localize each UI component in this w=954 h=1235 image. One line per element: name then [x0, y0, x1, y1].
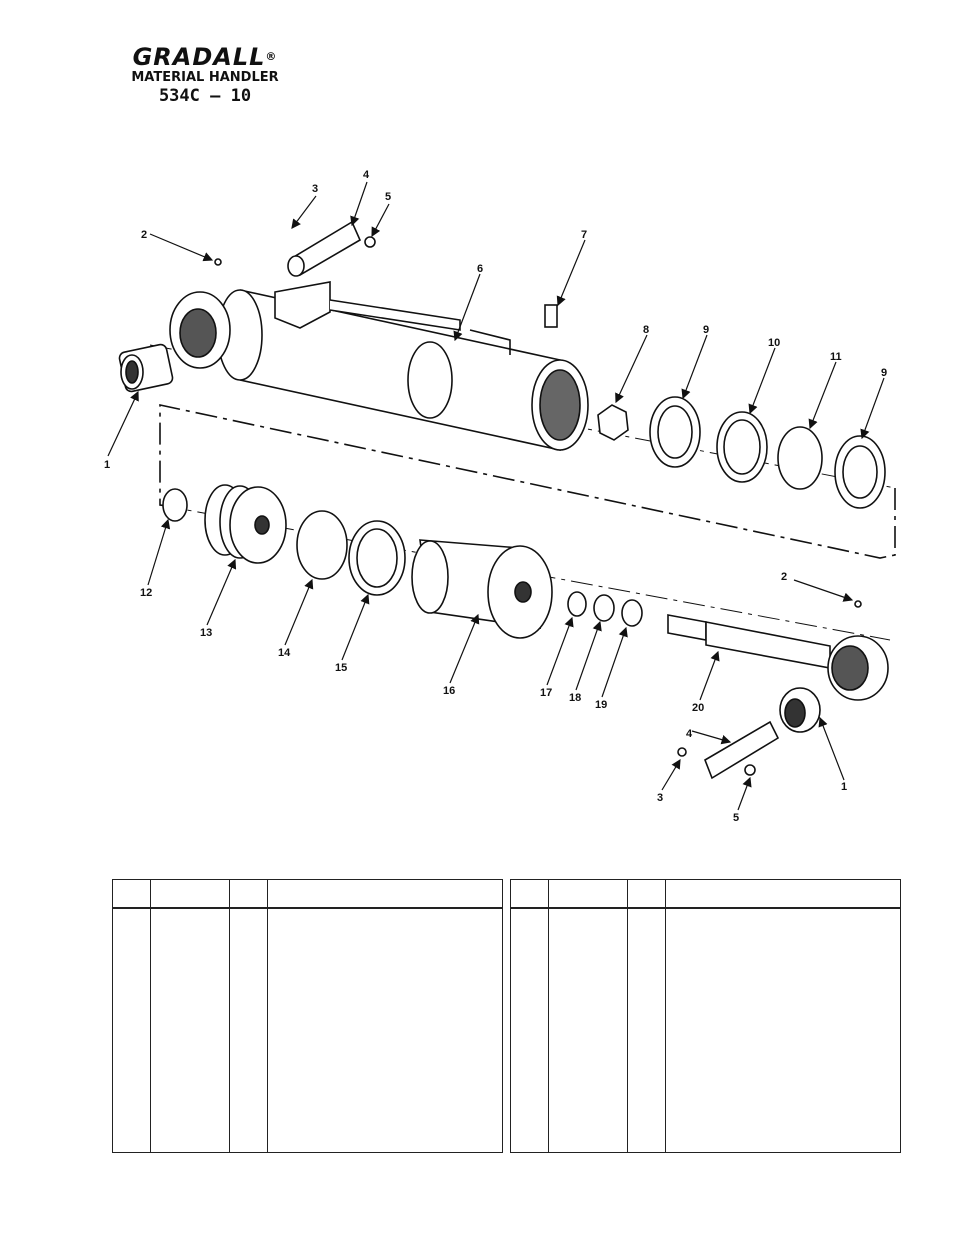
callout-4b: 4	[686, 728, 693, 740]
table-header-cell	[112, 879, 151, 909]
table-header-cell	[548, 879, 628, 909]
table-header-cell	[229, 879, 268, 909]
table-cell	[665, 908, 901, 1153]
callout-16: 16	[443, 685, 455, 697]
callout-15: 15	[335, 662, 347, 674]
barrel-part-6	[169, 281, 589, 451]
ring-part-18	[593, 594, 615, 622]
table-header-cell	[627, 879, 666, 909]
bushing-part-1	[118, 343, 174, 393]
disc-part-12	[162, 488, 188, 522]
brand-header: GRADALL® MATERIAL HANDLER 534C – 10	[110, 44, 300, 106]
callout-12: 12	[140, 587, 152, 599]
table-cell	[627, 908, 666, 1153]
table-row	[112, 908, 503, 1153]
callout-1b: 1	[841, 781, 847, 793]
table-header-cell	[267, 879, 503, 909]
table-header-cell	[150, 879, 230, 909]
callout-2b: 2	[781, 571, 787, 583]
nut-part-8	[597, 404, 629, 441]
parts-table-right	[510, 879, 901, 1153]
callout-14: 14	[278, 647, 291, 659]
callout-9b: 9	[881, 367, 887, 379]
table-cell	[150, 908, 230, 1153]
gland-part-16	[411, 539, 553, 639]
callout-6: 6	[477, 263, 483, 275]
bushing-part-1-right	[779, 687, 821, 733]
piston-part-13	[204, 484, 287, 564]
callout-3a: 3	[312, 183, 318, 195]
ring-part-11	[777, 426, 823, 490]
callout-5a: 5	[385, 191, 391, 203]
table-cell	[267, 908, 503, 1153]
oring-part-14	[296, 510, 348, 580]
callout-20: 20	[692, 702, 704, 714]
table-cell	[510, 908, 549, 1153]
callout-3b: 3	[657, 792, 663, 804]
ring-part-17	[567, 591, 587, 617]
callout-2a: 2	[141, 229, 147, 241]
table-header-cell	[510, 879, 549, 909]
model-number: 534C – 10	[158, 86, 252, 106]
table-header-cell	[665, 879, 901, 909]
callout-7: 7	[581, 229, 587, 241]
ring-part-15	[348, 520, 406, 596]
callout-19: 19	[595, 699, 607, 711]
ring-part-19	[621, 599, 643, 627]
callout-11: 11	[830, 351, 842, 363]
pin-part-4-top	[287, 220, 362, 277]
callout-5b: 5	[733, 812, 739, 824]
callout-9a: 9	[703, 324, 709, 336]
callout-10: 10	[768, 337, 780, 349]
table-cell	[548, 908, 628, 1153]
callout-8: 8	[643, 324, 649, 336]
exploded-cylinder-diagram: 1 2 3 4 5 6 7 8 9 10 11 9 12 13 14 15 16…	[104, 169, 896, 824]
brand-logo: GRADALL®	[132, 43, 278, 71]
ring-part-10	[716, 411, 768, 483]
callout-1a: 1	[104, 459, 110, 471]
callout-18: 18	[569, 692, 581, 704]
pin-part-4-bottom	[704, 720, 780, 780]
table-cell	[229, 908, 268, 1153]
callout-17: 17	[540, 687, 552, 699]
table-row	[510, 908, 901, 1153]
callout-13: 13	[200, 627, 212, 639]
table-cell	[112, 908, 151, 1153]
product-subtitle: MATERIAL HANDLER	[131, 70, 279, 85]
callout-4a: 4	[363, 169, 370, 181]
rod-part-20	[667, 614, 889, 701]
parts-table-left	[112, 879, 503, 1153]
